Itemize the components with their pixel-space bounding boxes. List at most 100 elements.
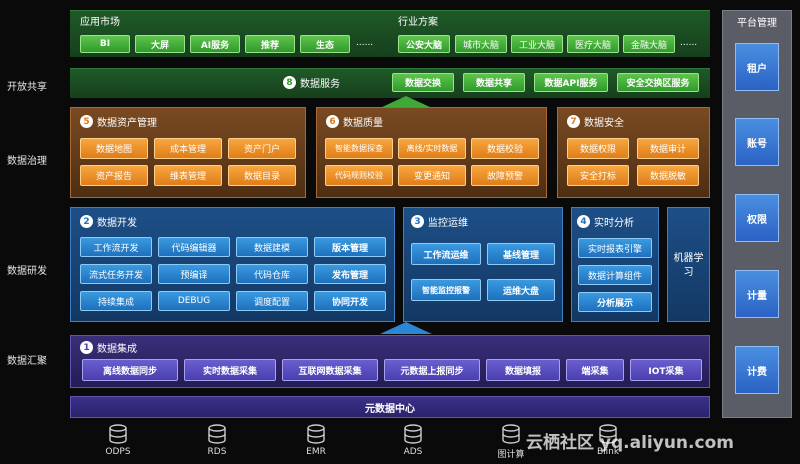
market-item[interactable]: 生态 bbox=[300, 35, 350, 53]
integration-item[interactable]: 互联网数据采集 bbox=[282, 359, 378, 381]
database-icon bbox=[109, 424, 127, 444]
platform-item-account[interactable]: 账号 bbox=[735, 118, 779, 166]
security-item[interactable]: 数据权限 bbox=[567, 138, 629, 159]
ml-label: 机器学习 bbox=[673, 253, 704, 278]
develop-item[interactable]: 代码编辑器 bbox=[158, 237, 230, 257]
integration-item[interactable]: IOT采集 bbox=[630, 359, 702, 381]
industry-item[interactable]: 工业大脑 bbox=[511, 35, 563, 53]
platform-item-billing[interactable]: 计费 bbox=[735, 346, 779, 394]
monitor-item[interactable]: 工作流运维 bbox=[411, 243, 481, 265]
side-label-develop: 数据研发 bbox=[7, 266, 47, 277]
realtime-item[interactable]: 实时报表引擎 bbox=[578, 238, 652, 258]
engine-label: ODPS bbox=[105, 447, 131, 457]
integration-title: 1 数据集成 bbox=[80, 340, 137, 355]
market-item[interactable]: AI服务 bbox=[190, 35, 240, 53]
realtime-item[interactable]: 分析展示 bbox=[578, 292, 652, 312]
security-label: 数据安全 bbox=[584, 118, 624, 129]
industry-item[interactable]: 金融大脑 bbox=[623, 35, 675, 53]
engine-label: ADS bbox=[403, 447, 423, 457]
quality-item[interactable]: 变更通知 bbox=[398, 165, 466, 186]
engine-label: EMR bbox=[306, 447, 326, 457]
asset-item[interactable]: 资产门户 bbox=[228, 138, 296, 159]
data-service-label: 数据服务 bbox=[300, 79, 340, 90]
security-item[interactable]: 数据审计 bbox=[637, 138, 699, 159]
metadata-center-bar[interactable]: 元数据中心 bbox=[70, 396, 710, 418]
quality-item[interactable]: 故障预警 bbox=[471, 165, 539, 186]
realtime-item[interactable]: 数据计算组件 bbox=[578, 265, 652, 285]
step-number: 2 bbox=[80, 215, 93, 228]
industry-item[interactable]: 医疗大脑 bbox=[567, 35, 619, 53]
develop-item[interactable]: 数据建模 bbox=[236, 237, 308, 257]
monitor-item[interactable]: 智能监控报警 bbox=[411, 279, 481, 301]
develop-item[interactable]: 调度配置 bbox=[236, 291, 308, 311]
industry-item[interactable]: 公安大脑 bbox=[398, 35, 450, 53]
step-number: 8 bbox=[283, 76, 296, 89]
service-item[interactable]: 安全交换区服务 bbox=[617, 73, 699, 92]
quality-label: 数据质量 bbox=[343, 118, 383, 129]
platform-item-tenant[interactable]: 租户 bbox=[735, 43, 779, 91]
security-item[interactable]: 数据脱敏 bbox=[637, 165, 699, 186]
asset-item[interactable]: 数据地图 bbox=[80, 138, 148, 159]
develop-item[interactable]: 流式任务开发 bbox=[80, 264, 152, 284]
monitor-item[interactable]: 基线管理 bbox=[487, 243, 555, 265]
integration-item[interactable]: 数据填报 bbox=[486, 359, 560, 381]
service-item[interactable]: 数据交换 bbox=[392, 73, 454, 92]
step-number: 5 bbox=[80, 115, 93, 128]
develop-item[interactable]: 发布管理 bbox=[314, 264, 386, 284]
develop-item[interactable]: 代码仓库 bbox=[236, 264, 308, 284]
asset-item[interactable]: 资产报告 bbox=[80, 165, 148, 186]
step-number: 7 bbox=[567, 115, 580, 128]
asset-item[interactable]: 数据目录 bbox=[228, 165, 296, 186]
develop-label: 数据开发 bbox=[97, 218, 137, 229]
platform-item-permission[interactable]: 权限 bbox=[735, 194, 779, 242]
database-icon bbox=[599, 424, 617, 444]
asset-item[interactable]: 成本管理 bbox=[154, 138, 222, 159]
integration-label: 数据集成 bbox=[97, 344, 137, 355]
ml-panel[interactable] bbox=[667, 207, 710, 322]
engine-label: 图计算 bbox=[497, 450, 525, 460]
integration-item[interactable]: 端采集 bbox=[566, 359, 624, 381]
integration-item[interactable]: 实时数据采集 bbox=[184, 359, 276, 381]
step-number: 3 bbox=[411, 215, 424, 228]
data-service-title: 8 数据服务 bbox=[283, 75, 340, 90]
quality-item[interactable]: 离线/实时数据 bbox=[398, 138, 466, 159]
monitor-title: 3 监控运维 bbox=[411, 214, 468, 229]
market-item[interactable]: 推荐 bbox=[245, 35, 295, 53]
industry-ellipsis: ...... bbox=[680, 38, 698, 48]
platform-item-metering[interactable]: 计量 bbox=[735, 270, 779, 318]
develop-item[interactable]: 持续集成 bbox=[80, 291, 152, 311]
develop-item[interactable]: 工作流开发 bbox=[80, 237, 152, 257]
realtime-label: 实时分析 bbox=[594, 218, 634, 229]
step-number: 1 bbox=[80, 341, 93, 354]
up-arrow-icon bbox=[380, 322, 432, 334]
develop-item[interactable]: 协同开发 bbox=[314, 291, 386, 311]
integration-item[interactable]: 离线数据同步 bbox=[82, 359, 178, 381]
database-icon bbox=[404, 424, 422, 444]
asset-item[interactable]: 维表管理 bbox=[154, 165, 222, 186]
develop-item[interactable]: 版本管理 bbox=[314, 237, 386, 257]
quality-title: 6 数据质量 bbox=[326, 114, 383, 129]
side-label-share: 开放共享 bbox=[7, 82, 47, 93]
industry-item[interactable]: 城市大脑 bbox=[455, 35, 507, 53]
monitor-item[interactable]: 运维大盘 bbox=[487, 279, 555, 301]
security-item[interactable]: 安全打标 bbox=[567, 165, 629, 186]
industry-title: 行业方案 bbox=[398, 17, 438, 28]
monitor-label: 监控运维 bbox=[428, 218, 468, 229]
quality-item[interactable]: 代码规则校验 bbox=[325, 165, 393, 186]
step-number: 4 bbox=[577, 215, 590, 228]
asset-title: 5 数据资产管理 bbox=[80, 114, 157, 129]
develop-item[interactable]: DEBUG bbox=[158, 291, 230, 311]
database-icon bbox=[502, 424, 520, 444]
market-ellipsis: ...... bbox=[356, 38, 374, 48]
market-item[interactable]: BI bbox=[80, 35, 130, 53]
quality-item[interactable]: 智能数据探查 bbox=[325, 138, 393, 159]
market-item[interactable]: 大屏 bbox=[135, 35, 185, 53]
quality-item[interactable]: 数据校验 bbox=[471, 138, 539, 159]
data-service-band bbox=[70, 68, 710, 98]
side-label-collect: 数据汇聚 bbox=[7, 356, 47, 367]
service-item[interactable]: 数据API服务 bbox=[534, 73, 608, 92]
integration-item[interactable]: 元数据上报同步 bbox=[384, 359, 480, 381]
side-label-governance: 数据治理 bbox=[7, 156, 47, 167]
service-item[interactable]: 数据共享 bbox=[463, 73, 525, 92]
develop-item[interactable]: 预编译 bbox=[158, 264, 230, 284]
